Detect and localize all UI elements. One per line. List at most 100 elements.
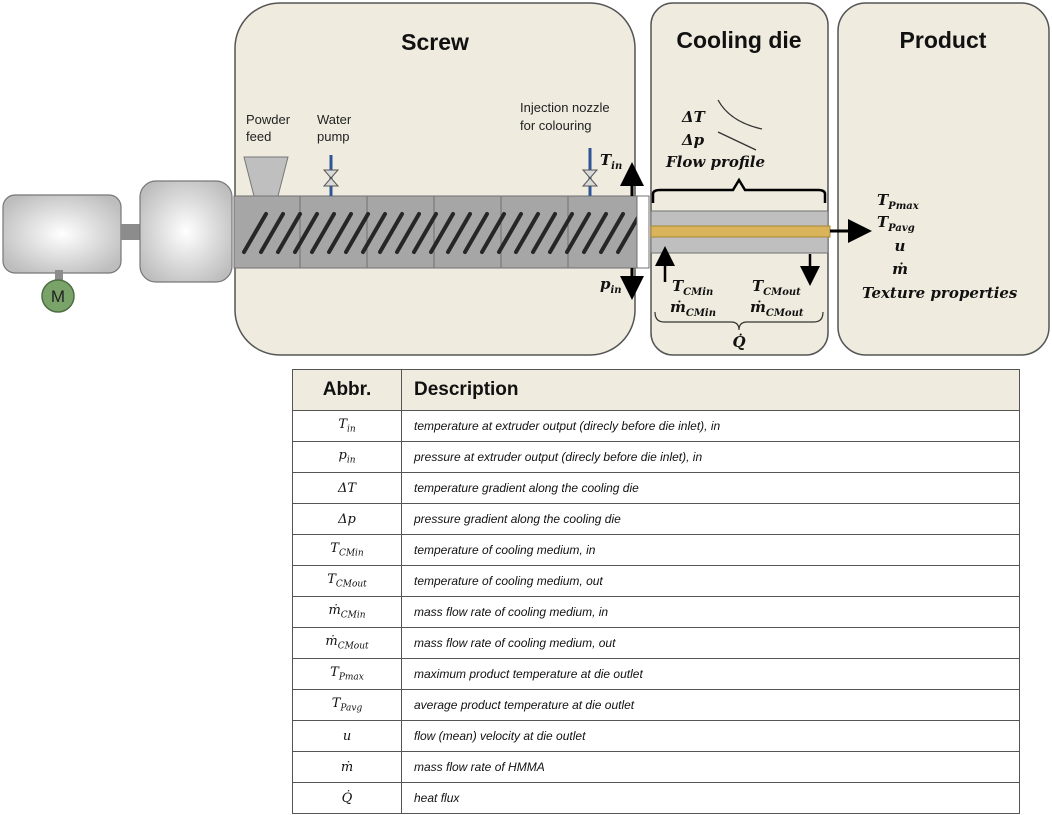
screw-flight: [446, 212, 472, 254]
motor-shaft: [55, 270, 63, 284]
screw-flight: [395, 212, 421, 254]
extruder-barrel: [233, 195, 650, 269]
description-header: Description: [401, 369, 1020, 411]
screw-flight: [548, 212, 574, 254]
t-in-label: Tin: [600, 151, 622, 172]
table-row: Q̇heat flux: [292, 782, 1020, 814]
water-pump-label-1: Water: [317, 112, 352, 127]
abbr-description: heat flux: [401, 782, 1020, 814]
abbr-symbol: Q̇: [292, 782, 402, 814]
heat-flux-brace: [654, 311, 824, 331]
screw-flight: [480, 212, 506, 254]
screw-flight: [429, 212, 455, 254]
injection-nozzle-valve: Injection nozzle for colouring: [520, 100, 610, 196]
screw-flight: [276, 212, 302, 254]
motor-label: M: [51, 287, 65, 306]
delta-t-label: ΔT: [681, 108, 707, 126]
texture-properties-label: Texture properties: [862, 284, 1018, 302]
abbr-description: maximum product temperature at die outle…: [401, 658, 1020, 690]
injection-nozzle-label-1: Injection nozzle: [520, 100, 610, 115]
q-dot-label: Q̇: [732, 333, 745, 351]
cooling-die-title: Cooling die: [676, 27, 801, 53]
abbr-symbol: ṁ: [292, 751, 402, 783]
powder-feed-label-1: Powder: [246, 112, 291, 127]
product-panel: Product: [837, 2, 1050, 356]
screw-flight: [616, 212, 642, 254]
abbr-symbol: TCMin: [292, 534, 402, 566]
motor: M: [41, 279, 75, 313]
powder-feed-label-2: feed: [246, 129, 271, 144]
t-pavg-label: TPavg: [877, 213, 915, 234]
abbr-description: pressure at extruder output (direcly bef…: [401, 441, 1020, 473]
p-in-label: pin: [600, 275, 622, 296]
screw-flight: [344, 212, 370, 254]
abbr-description: temperature of cooling medium, out: [401, 565, 1020, 597]
abbr-symbol: ṁCMout: [292, 627, 402, 659]
screw-flight: [361, 212, 387, 254]
abbr-description: pressure gradient along the cooling die: [401, 503, 1020, 535]
abbr-symbol: ṁCMin: [292, 596, 402, 628]
water-pump-valve: Water pump: [317, 112, 352, 196]
coupling: [121, 224, 141, 240]
abbr-symbol: Tin: [292, 410, 402, 442]
screw-flight: [565, 212, 591, 254]
screw-panel: Screw: [234, 2, 636, 356]
screw-flight: [310, 212, 336, 254]
screw-flight: [582, 212, 608, 254]
gearbox-left: [2, 194, 122, 274]
screw-flight: [514, 212, 540, 254]
product-title: Product: [900, 27, 987, 53]
gearbox-right: [139, 180, 233, 283]
powder-feed-hopper: Powder feed: [243, 112, 291, 197]
abbr-description: temperature gradient along the cooling d…: [401, 472, 1020, 504]
screw-flight: [293, 212, 319, 254]
abbr-description: mass flow rate of cooling medium, out: [401, 627, 1020, 659]
abbr-header: Abbr.: [292, 369, 402, 411]
screw-flight: [497, 212, 523, 254]
water-pump-label-2: pump: [317, 129, 350, 144]
abbr-symbol: TPmax: [292, 658, 402, 690]
table-header-row: Abbr. Description: [292, 369, 1020, 411]
extrusion-process-diagram: Screw Cooling die Product M Powder feed: [2, 2, 1050, 356]
t-pmax-label: TPmax: [877, 191, 920, 212]
abbr-description: temperature at extruder output (direcly …: [401, 410, 1020, 442]
screw-flight: [463, 212, 489, 254]
screw-flight: [327, 212, 353, 254]
abbr-description: flow (mean) velocity at die outlet: [401, 720, 1020, 752]
gradient-curves: [717, 99, 763, 151]
abbr-description: temperature of cooling medium, in: [401, 534, 1020, 566]
m-dot-label: ṁ: [892, 260, 908, 278]
u-label: u: [895, 237, 906, 255]
m-cm-out-label: ṁCMout: [750, 298, 804, 319]
abbr-description: mass flow rate of HMMA: [401, 751, 1020, 783]
abbr-symbol: pin: [292, 441, 402, 473]
t-cm-in-label: TCMin: [672, 277, 713, 298]
cooling-die-body: [650, 210, 831, 254]
m-cm-in-label: ṁCMin: [670, 298, 716, 319]
t-cm-out-label: TCMout: [752, 277, 801, 298]
abbr-description: average product temperature at die outle…: [401, 689, 1020, 721]
abbr-description: mass flow rate of cooling medium, in: [401, 596, 1020, 628]
screw-title: Screw: [401, 29, 469, 55]
screw-flight: [412, 212, 438, 254]
flow-profile-label: Flow profile: [665, 153, 765, 171]
delta-p-label: Δp: [681, 131, 705, 149]
abbr-symbol: TPavg: [292, 689, 402, 721]
screw-flight: [259, 212, 285, 254]
abbr-symbol: ΔT: [292, 472, 402, 504]
screw-flight: [531, 212, 557, 254]
abbr-symbol: u: [292, 720, 402, 752]
screw-flight: [378, 212, 404, 254]
